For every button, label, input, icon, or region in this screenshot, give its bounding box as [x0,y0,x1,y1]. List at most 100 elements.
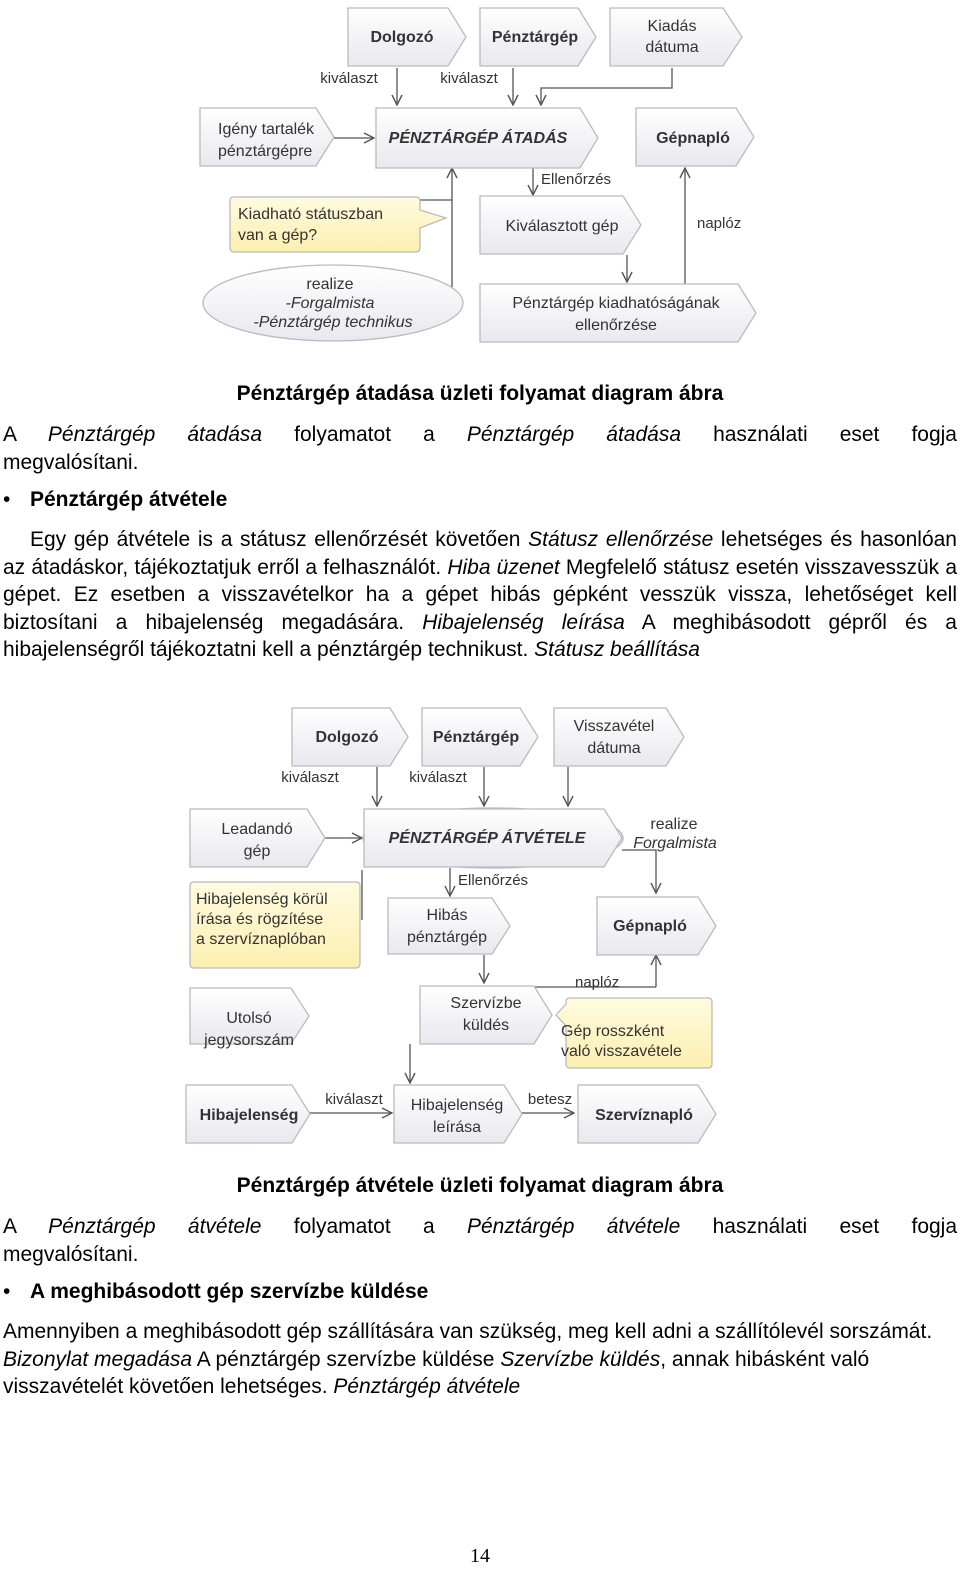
italic-run: Bizonylat megadása [3,1347,193,1371]
edge2-label-ellenorzes: Ellenőrzés [458,872,528,889]
text-run: , annak hibásként való visszavételét köv… [3,1347,870,1399]
bullet-text: Pénztárgép átvétele [30,488,228,511]
diagram-penztargep-atvetele: Dolgozó Pénztárgép Visszavétel dátuma Le… [185,707,717,1144]
italic-run: Státusz beállítása [534,638,700,661]
node-hibas-penztargep: Hibás pénztárgép [387,897,511,955]
node-kiadhatosag-ellenorzese: Pénztárgép kiadhatóságának ellenőrzése [479,283,757,343]
bullet-penztargep-atvetele: • Pénztárgép átvétele [3,488,227,512]
realize-ellipse-1: realize -Forgalmista -Pénztárgép technik… [202,264,464,342]
paragraph-3: A Pénztárgép átvétele folyamatot a Pénzt… [3,1213,957,1268]
node-kivalasztott-gep: Kiválasztott gép [479,195,642,255]
node-szerviz-line2: küldés [463,1017,509,1034]
realize-forgalmista: realize Forgalmista [633,816,717,852]
italic-run: Pénztárgép átvétele [333,1375,521,1398]
realize-2-line1: realize [650,816,697,833]
edge-label-kivalaszt-2: kiválaszt [440,70,498,87]
node-dolgozo-2: Dolgozó [291,707,409,767]
word: fogja [911,423,957,446]
node-hibajelenseg-label: Hibajelenség [200,1107,299,1124]
edge2-label-kivalaszt-3: kiválaszt [325,1091,383,1108]
note-hibajelenseg: Hibajelenség körül írása és rögzítése a … [189,881,361,969]
text-run: Megfelelő státusz esetén visszavesszük a… [3,555,958,634]
page-number: 14 [470,1545,490,1567]
node-main-atadas: PÉNZTÁRGÉP ÁTADÁS [375,107,599,169]
realize-line3: -Pénztárgép technikus [253,314,412,331]
note-kiadhato-line2: van a gép? [238,227,317,244]
word: a [423,423,435,446]
node-leiras-line1: Hibajelenség [411,1097,504,1114]
italic-run: Hiba üzenet [447,555,560,579]
node-kiadas-line2: dátuma [645,39,698,56]
italic-word: átvétele [187,1215,262,1238]
node-gepnaplo-label: Gépnapló [656,130,730,147]
italic-word: Pénztárgép [48,1215,156,1238]
word: eset [839,1215,880,1238]
node-ellenorzese-line2: ellenőrzése [575,317,657,334]
node-gepnaplo-2: Gépnapló [596,896,717,956]
node-dolgozo: Dolgozó [347,7,467,67]
bullet-dot: • [3,488,11,511]
text-run: A meghibásodott gépről és a hibajelenség… [3,610,957,662]
node-penztargep-2: Pénztárgép [421,707,539,767]
word: folyamatot [293,1215,391,1238]
node-penztargep-2-label: Pénztárgép [433,729,519,746]
node-dolgozo-label: Dolgozó [370,29,433,46]
text-run: lehetséges és hasonlóan az átadáskor, tá… [3,528,957,579]
node-szerviznaplo: Szervíznapló [577,1084,717,1144]
node-kiadas-datuma: Kiadás dátuma [609,7,743,67]
realize-line1: realize [306,276,353,293]
node-utolso-line2: jegysorszám [203,1032,294,1049]
italic-run: Státusz ellenőrzése [528,528,714,551]
word: A [3,1215,16,1238]
node-gepnaplo: Gépnapló [635,107,755,167]
edge-label-naploz: naplóz [697,215,741,232]
node-ellenorzese-line1: Pénztárgép kiadhatóságának [512,295,720,312]
node-leadando-line2: gép [244,843,271,860]
node-leadando-line1: Leadandó [221,821,292,838]
italic-word: Pénztárgép [466,1215,575,1238]
italic-word: átadása [606,423,682,446]
italic-word: Pénztárgép [466,423,575,446]
paragraph-3-line1: A Pénztárgép átvétele folyamatot a Pénzt… [3,1213,957,1241]
edge2-label-kivalaszt-1: kiválaszt [281,769,339,786]
node-hibajelenseg: Hibajelenség [185,1084,311,1144]
node-gepnaplo-2-label: Gépnapló [613,918,687,935]
node-hibas-line1: Hibás [427,907,468,924]
node-igeny-line2: pénztárgépre [218,143,312,160]
node-hibajelenseg-leirasa: Hibajelenség leírása [393,1084,523,1144]
realize-2-line2: Forgalmista [633,835,717,852]
node-igeny-line1: Igény tartalék [218,121,315,138]
node-main-2-label: PÉNZTÁRGÉP ÁTVÉTELE [389,828,587,847]
edge-label-ellenorzes: Ellenőrzés [541,171,611,188]
node-kivalasztott-label: Kiválasztott gép [506,218,619,235]
word: A [3,423,16,446]
node-leadando-gep: Leadandó gép [189,808,326,868]
text-run: A pénztárgép szervízbe küldése [192,1347,501,1371]
note-hiba-line1: Hibajelenség körül [196,891,328,908]
note-hiba-line2: írása és rögzítése [196,911,323,928]
note-kiadhato: Kiadható státuszban van a gép? [229,196,448,253]
word: használati [713,423,808,446]
node-igeny: Igény tartalék pénztárgépre [199,107,335,167]
text-run: Egy gép átvétele is a státusz ellenőrzés… [30,528,529,551]
note-kiadhato-line1: Kiadható státuszban [238,206,383,223]
node-kiadas-line1: Kiadás [648,18,697,35]
italic-word: átadása [187,423,263,446]
edge2-label-kivalaszt-2: kiválaszt [409,769,467,786]
italic-run: Szervízbe küldés [500,1347,661,1371]
note-gep-rosszkent: Gép rosszként való visszavétele [555,997,713,1069]
node-utolso-jegysorszam: Utolsó jegysorszám [189,987,310,1049]
edge-label-kivalaszt-1: kiválaszt [320,70,378,87]
bullet-dot: • [3,1280,11,1303]
diagram-penztargep-atadas: Dolgozó Pénztárgép Kiadás dátuma Igény t… [199,7,757,343]
edge2-label-betesz: betesz [528,1091,572,1108]
node-visszavetel-datuma: Visszavétel dátuma [553,707,685,767]
node-visszavetel-line2: dátuma [587,740,640,757]
paragraph-1-line2: megvalósítani. [3,450,139,474]
node-penztargep-label: Pénztárgép [492,29,578,46]
caption-diagram-1: Pénztárgép átadása üzleti folyamat diagr… [236,382,724,405]
italic-run: Hibajelenség leírása [422,610,625,634]
bullet-text: A meghibásodott gép szervízbe küldése [30,1280,429,1303]
realize-line2: -Forgalmista [286,295,375,312]
bullet-szervizbe-kuldes: • A meghibásodott gép szervízbe küldése [3,1280,428,1304]
